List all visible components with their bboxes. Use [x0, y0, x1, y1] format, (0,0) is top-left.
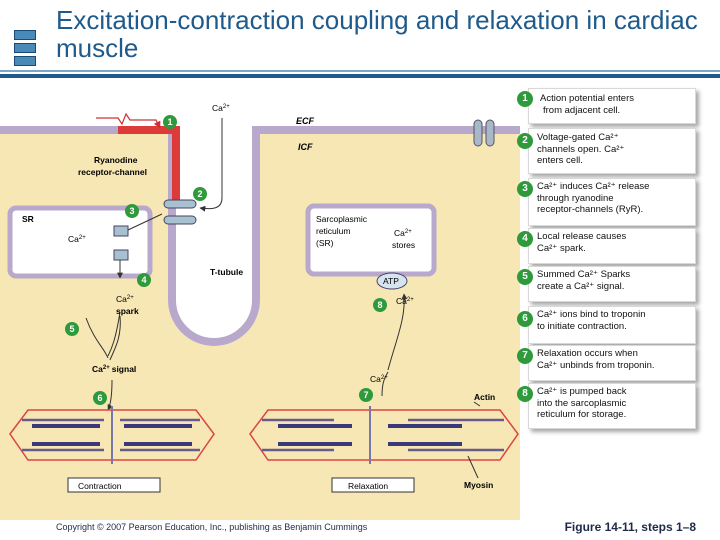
spark-ca-label: Ca2+: [116, 294, 134, 304]
page-title: Excitation-contraction coupling and rela…: [56, 5, 698, 63]
actin-label: Actin: [474, 392, 495, 402]
ca-entry-label: Ca2+: [212, 103, 230, 113]
step-badge-2: 2: [517, 133, 533, 149]
spark-label: spark: [116, 306, 139, 316]
ryanodine-receptor-lower: [113, 249, 129, 261]
ec-coupling-diagram: Ca2+ ECF ICF Ryanodine receptor-channel …: [0, 103, 520, 520]
ecf-label: ECF: [296, 116, 315, 126]
ca-signal-arrow: [107, 379, 114, 411]
ryanodine-label-1: Ryanodine: [94, 155, 138, 165]
sarcolemma: [0, 126, 520, 346]
unbind-ca-label: Ca2+: [370, 374, 388, 384]
step-card-1: [528, 88, 696, 124]
svg-text:8: 8: [377, 300, 382, 310]
svg-text:7: 7: [363, 390, 368, 400]
ca-reuptake-arrow: [387, 293, 408, 371]
myosin-label: Myosin: [464, 480, 493, 490]
icf-label: ICF: [298, 142, 313, 152]
step-badge-1: 1: [517, 91, 533, 107]
ca-entry-arrow: [199, 118, 223, 212]
sr-full-label-2: reticulum: [316, 226, 350, 236]
action-potential-arrow: [96, 112, 161, 129]
sr-full-label-3: (SR): [316, 238, 334, 248]
pump-ca-label: Ca2+: [396, 296, 414, 306]
step-card-8: [528, 383, 696, 429]
signal-label: Ca2+signal: [92, 364, 136, 374]
step-text-2: Voltage-gated Ca²⁺channels open. Ca²⁺ent…: [537, 132, 625, 166]
step-badge-3: 3: [517, 181, 533, 197]
membrane-channel-protein: [473, 119, 495, 147]
copyright-text: Copyright © 2007 Pearson Education, Inc.…: [56, 522, 368, 532]
step-card-5: [528, 266, 696, 302]
atp-pump: [376, 272, 408, 290]
contraction-label: Contraction: [78, 481, 122, 491]
sarcomere-contracted: [9, 406, 215, 464]
step-badge-5: 5: [517, 269, 533, 285]
svg-text:5: 5: [69, 324, 74, 334]
figure-label: Figure 14-11, steps 1–8: [564, 520, 696, 534]
stores-ca-label: Ca2+: [394, 228, 412, 238]
contraction-label-box: [67, 477, 161, 493]
step-badge-8: 8: [517, 386, 533, 402]
svg-text:1: 1: [167, 117, 172, 127]
sarcomere-relaxed: [249, 406, 519, 464]
step-card-2: [528, 128, 696, 174]
svg-text:6: 6: [97, 393, 102, 403]
atp-label: ATP: [383, 276, 399, 286]
t-tubule-label: T-tubule: [210, 267, 243, 277]
relaxation-label: Relaxation: [348, 481, 388, 491]
sr-label: SR: [22, 214, 34, 224]
action-potential-segment: [118, 126, 180, 200]
stores-label: stores: [392, 240, 415, 250]
ryanodine-label-2: receptor-channel: [78, 167, 147, 177]
ryanodine-receptor: [113, 225, 129, 237]
sr-ca-label: Ca2+: [68, 234, 86, 244]
menu-icon: [14, 30, 36, 66]
ca-unbind-arrow: [381, 371, 389, 397]
step-card-3: [528, 178, 696, 226]
voltage-gated-ca-channel: [163, 199, 197, 225]
svg-text:4: 4: [141, 275, 146, 285]
title-divider-accent: [0, 70, 720, 72]
relaxation-label-box: [331, 477, 415, 493]
step-badge-4: 4: [517, 231, 533, 247]
step-badge-7: 7: [517, 348, 533, 364]
diagram-step-badges: 1 2 3 4 5 6 7 8: [65, 115, 387, 405]
sr-right: [305, 203, 437, 277]
sr-full-label-1: Sarcoplasmic: [316, 214, 368, 224]
title-divider: [0, 74, 720, 78]
step-card-6: [528, 306, 696, 344]
step-badge-6: 6: [517, 311, 533, 327]
svg-text:2: 2: [197, 189, 202, 199]
svg-text:3: 3: [129, 206, 134, 216]
